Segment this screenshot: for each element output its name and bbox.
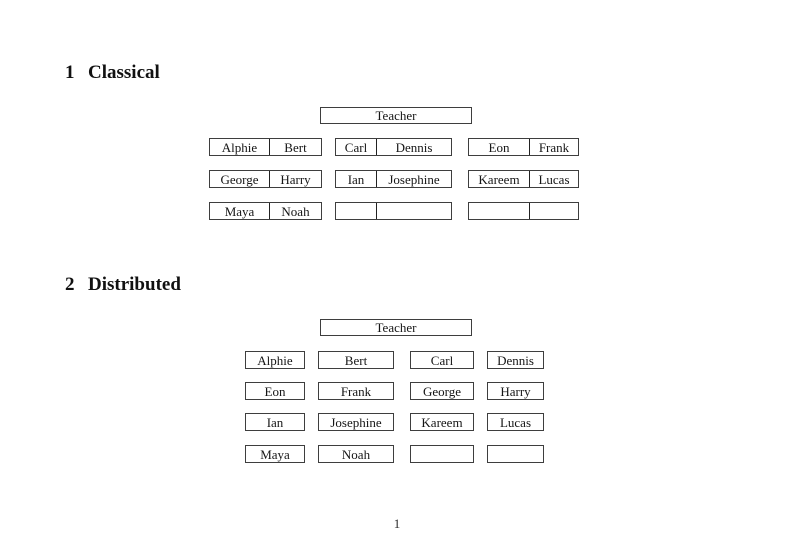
desk-classical: Kareem Lucas (468, 170, 579, 188)
desk-classical: Carl Dennis (335, 138, 452, 156)
seat-label: George (422, 383, 462, 399)
classical-teacher-box: Teacher (320, 107, 472, 124)
seat-cell: Josephine (388, 171, 440, 187)
seat-label: Dennis (497, 352, 534, 368)
seat-label: Kareem (421, 414, 463, 430)
seat-box: George (410, 382, 474, 400)
desk-classical: Eon Frank (468, 138, 579, 156)
desk-classical: Maya Noah (209, 202, 322, 220)
seat-box: Dennis (487, 351, 544, 369)
seat-label: Frank (340, 383, 372, 399)
seat-box: Harry (487, 382, 544, 400)
seat-box: Eon (245, 382, 305, 400)
seat-cell: Dennis (395, 139, 433, 155)
seat-cell: Eon (469, 139, 530, 155)
seat-box: Kareem (410, 413, 474, 431)
seat-cell-empty (336, 203, 377, 219)
seat-label: Carl (430, 352, 454, 368)
seat-box: Ian (245, 413, 305, 431)
seat-box: Noah (318, 445, 394, 463)
desk-classical: George Harry (209, 170, 322, 188)
distributed-teacher-box: Teacher (320, 319, 472, 336)
seat-label: Alphie (257, 352, 293, 368)
teacher-label: Teacher (375, 320, 417, 335)
seat-cell: George (210, 171, 270, 187)
seat-label: Harry (500, 383, 531, 399)
seat-label: Ian (266, 414, 284, 430)
seat-label: Noah (341, 446, 371, 462)
seat-box: Josephine (318, 413, 394, 431)
seat-cell: Noah (281, 203, 310, 219)
seat-cell-empty (469, 203, 530, 219)
seat-label: Lucas (499, 414, 532, 430)
seat-cell: Maya (210, 203, 270, 219)
seat-cell: Ian (336, 171, 377, 187)
seat-cell: Kareem (469, 171, 530, 187)
seat-label: Eon (264, 383, 286, 399)
seat-box-empty (410, 445, 474, 463)
section-heading-classical: 1 Classical (65, 62, 160, 84)
teacher-label: Teacher (375, 108, 417, 123)
seat-label: Maya (260, 446, 290, 462)
page-number: 1 (393, 516, 401, 531)
seat-label: Bert (344, 352, 368, 368)
seat-box: Frank (318, 382, 394, 400)
section-number: 2 (65, 274, 75, 295)
section-number: 1 (65, 62, 75, 83)
desk-classical: Alphie Bert (209, 138, 322, 156)
seat-box-empty (487, 445, 544, 463)
desk-classical: Ian Josephine (335, 170, 452, 188)
section-title: Classical (88, 62, 160, 83)
seat-cell: Carl (336, 139, 377, 155)
seat-box: Alphie (245, 351, 305, 369)
desk-classical-empty (468, 202, 579, 220)
seat-box: Lucas (487, 413, 544, 431)
seat-cell-empty (530, 203, 578, 219)
seat-box: Maya (245, 445, 305, 463)
seat-cell: Frank (538, 139, 570, 155)
seat-cell: Bert (284, 139, 307, 155)
seat-box: Bert (318, 351, 394, 369)
desk-classical-empty (335, 202, 452, 220)
seat-cell-empty (377, 203, 451, 219)
seat-label: Josephine (330, 414, 382, 430)
seat-box: Carl (410, 351, 474, 369)
section-title: Distributed (88, 274, 181, 295)
seat-cell: Lucas (538, 171, 570, 187)
seat-cell: Harry (280, 171, 311, 187)
seat-cell: Alphie (210, 139, 270, 155)
section-heading-distributed: 2 Distributed (65, 274, 181, 296)
